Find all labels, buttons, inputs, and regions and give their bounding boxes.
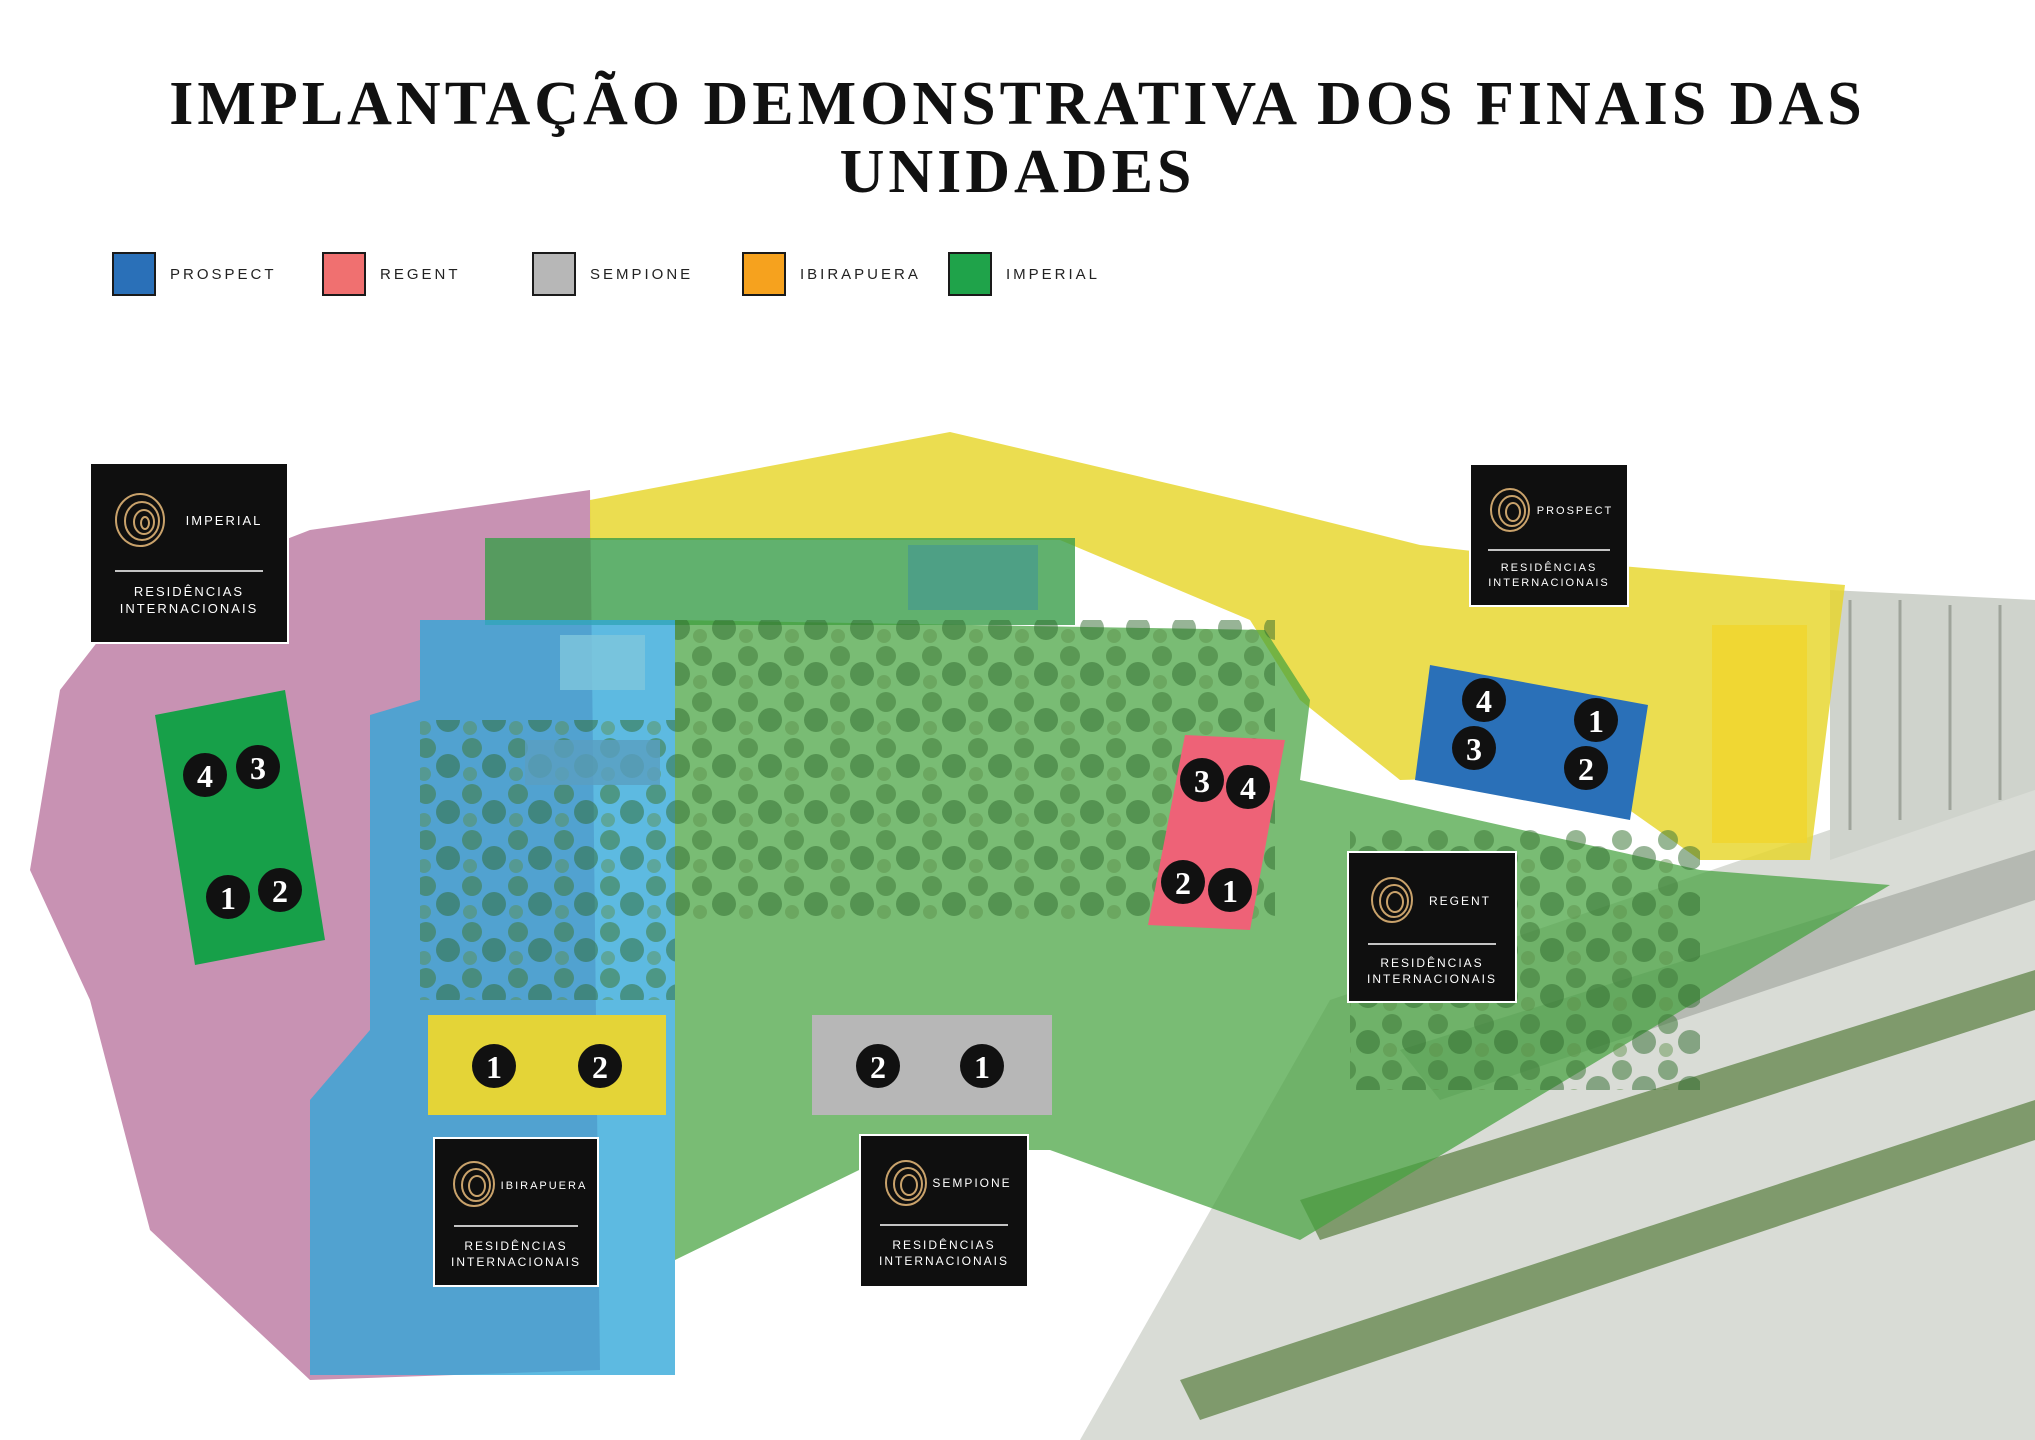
- pool: [560, 635, 645, 690]
- pool: [525, 740, 660, 785]
- brand-card-regent: REGENT RESIDÊNCIAS INTERNACIONAIS: [1347, 851, 1517, 1003]
- brand-card-prospect: PROSPECT RESIDÊNCIAS INTERNACIONAIS: [1469, 463, 1629, 607]
- svg-text:RESIDÊNCIAS: RESIDÊNCIAS: [892, 1237, 995, 1252]
- marker-imperial-3: 3: [236, 745, 280, 789]
- legend-item-imperial: IMPERIAL: [948, 250, 1100, 298]
- legend-item-sempione: SEMPIONE: [532, 250, 693, 298]
- page-title: IMPLANTAÇÃO DEMONSTRATIVA DOS FINAIS DAS…: [169, 70, 1866, 207]
- tennis-court: [908, 545, 1038, 610]
- road-trees-strip: [1300, 970, 2035, 1240]
- building-ibirapuera: [428, 1015, 666, 1115]
- spiral-logo-icon: [1371, 877, 1413, 923]
- svg-text:SEMPIONE: SEMPIONE: [932, 1176, 1011, 1190]
- legend-label: REGENT: [380, 265, 461, 283]
- svg-text:RESIDÊNCIAS: RESIDÊNCIAS: [1380, 955, 1483, 970]
- legend-label: IMPERIAL: [1006, 265, 1101, 283]
- svg-text:1: 1: [1222, 873, 1238, 909]
- marker-sempione-1: 1: [960, 1044, 1004, 1088]
- marker-prospect-4: 4: [1462, 678, 1506, 722]
- spiral-logo-icon: [115, 493, 165, 547]
- svg-text:PROSPECT: PROSPECT: [1537, 505, 1614, 517]
- svg-text:INTERNACIONAIS: INTERNACIONAIS: [879, 1254, 1009, 1268]
- svg-text:1: 1: [974, 1049, 990, 1085]
- svg-text:2: 2: [870, 1049, 886, 1085]
- svg-text:INTERNACIONAIS: INTERNACIONAIS: [451, 1255, 581, 1269]
- marker-ibirapuera-1: 1: [472, 1044, 516, 1088]
- legend-item-regent: REGENT: [322, 250, 461, 298]
- marker-prospect-3: 3: [1452, 726, 1496, 770]
- svg-text:IMPERIAL: IMPERIAL: [186, 513, 263, 528]
- sports-court: [1712, 625, 1807, 843]
- legend-item-ibirapuera: IBIRAPUERA: [742, 250, 921, 298]
- brand-card-ibirapuera: IBIRAPUERA RESIDÊNCIAS INTERNACIONAIS: [433, 1137, 599, 1287]
- marker-sempione-2: 2: [856, 1044, 900, 1088]
- marker-regent-3: 3: [1180, 758, 1224, 802]
- legend-swatch-ibirapuera: [742, 252, 786, 296]
- parking-lines: [1848, 600, 2002, 830]
- marker-regent-4: 4: [1226, 765, 1270, 809]
- building-sempione: [812, 1015, 1052, 1115]
- svg-text:INTERNACIONAIS: INTERNACIONAIS: [1367, 972, 1497, 986]
- svg-text:3: 3: [250, 750, 266, 786]
- parking-area: [1830, 590, 2035, 860]
- brand-card-sempione: SEMPIONE RESIDÊNCIAS INTERNACIONAIS: [859, 1134, 1029, 1288]
- svg-text:1: 1: [220, 880, 236, 916]
- legend-label: IBIRAPUERA: [800, 265, 921, 283]
- legend-swatch-prospect: [112, 252, 156, 296]
- svg-text:2: 2: [272, 873, 288, 909]
- marker-regent-2: 2: [1161, 860, 1205, 904]
- svg-text:2: 2: [1578, 751, 1594, 787]
- svg-text:RESIDÊNCIAS: RESIDÊNCIAS: [1501, 561, 1598, 574]
- svg-text:2: 2: [592, 1049, 608, 1085]
- legend-item-prospect: PROSPECT: [112, 250, 277, 298]
- svg-text:INTERNACIONAIS: INTERNACIONAIS: [120, 601, 259, 616]
- marker-regent-1: 1: [1208, 868, 1252, 912]
- svg-text:1: 1: [486, 1049, 502, 1085]
- svg-text:3: 3: [1194, 763, 1210, 799]
- marker-imperial-1: 1: [206, 875, 250, 919]
- svg-text:RESIDÊNCIAS: RESIDÊNCIAS: [134, 584, 244, 599]
- road-trees-strip: [1180, 1100, 2035, 1420]
- svg-text:4: 4: [1476, 683, 1492, 719]
- svg-text:INTERNACIONAIS: INTERNACIONAIS: [1488, 577, 1610, 589]
- svg-text:RESIDÊNCIAS: RESIDÊNCIAS: [464, 1238, 567, 1253]
- marker-imperial-4: 4: [183, 753, 227, 797]
- legend-swatch-regent: [322, 252, 366, 296]
- svg-text:IBIRAPUERA: IBIRAPUERA: [501, 1180, 588, 1192]
- legend-swatch-sempione: [532, 252, 576, 296]
- marker-prospect-1: 1: [1574, 698, 1618, 742]
- marker-ibirapuera-2: 2: [578, 1044, 622, 1088]
- svg-text:1: 1: [1588, 703, 1604, 739]
- marker-prospect-2: 2: [1564, 746, 1608, 790]
- spiral-logo-icon: [453, 1161, 495, 1207]
- svg-text:4: 4: [1240, 770, 1256, 806]
- spiral-logo-icon: [1490, 488, 1530, 532]
- spiral-logo-icon: [885, 1160, 927, 1206]
- svg-text:REGENT: REGENT: [1429, 894, 1491, 908]
- svg-text:4: 4: [197, 758, 213, 794]
- legend-label: PROSPECT: [170, 265, 277, 283]
- svg-text:2: 2: [1175, 865, 1191, 901]
- unit-markers: 4 3 1 2 3 4 2 1 4 1 3 2 1 2 2 1: [183, 678, 1618, 1088]
- legend-swatch-imperial: [948, 252, 992, 296]
- legend-label: SEMPIONE: [590, 265, 694, 283]
- marker-imperial-2: 2: [258, 868, 302, 912]
- brand-card-imperial: IMPERIAL RESIDÊNCIAS INTERNACIONAIS: [89, 462, 289, 644]
- svg-text:3: 3: [1466, 731, 1482, 767]
